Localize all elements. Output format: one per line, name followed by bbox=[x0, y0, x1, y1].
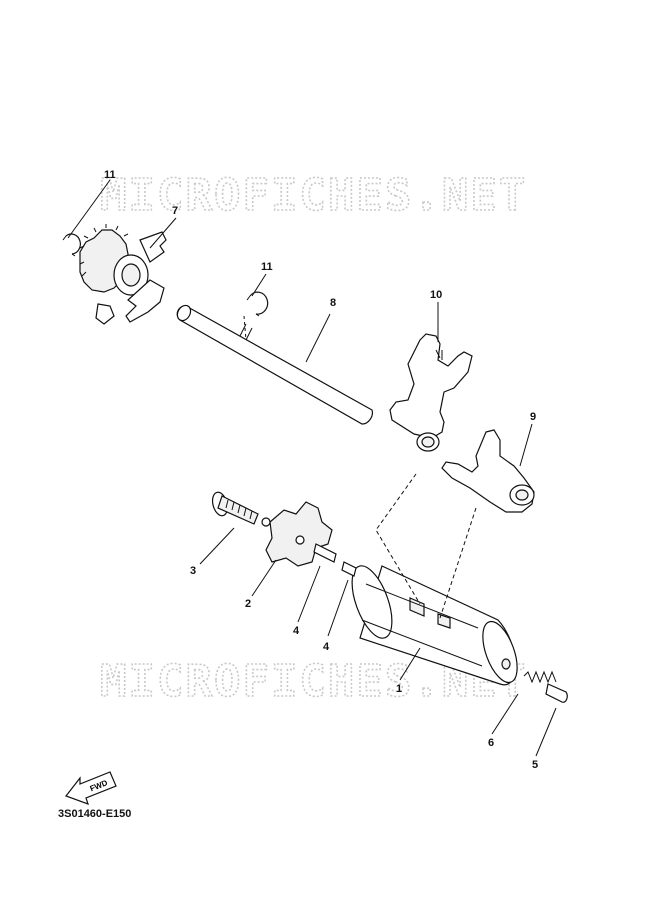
leader-lines bbox=[67, 179, 557, 757]
diagram-reference-code: 3S01460-E150 bbox=[58, 808, 132, 820]
callout-8: 8 bbox=[330, 297, 336, 309]
fwd-arrow-icon: FWD bbox=[65, 771, 117, 805]
watermark-top: MICROFICHES.NET bbox=[100, 170, 527, 221]
shift-fork-10 bbox=[389, 333, 473, 452]
circlip-11-shaft bbox=[246, 291, 269, 317]
callout-6: 6 bbox=[488, 737, 494, 749]
callout-4-b: 4 bbox=[323, 641, 330, 653]
callout-3: 3 bbox=[190, 565, 196, 577]
callout-10: 10 bbox=[430, 289, 442, 301]
circlip-11-left bbox=[62, 233, 81, 257]
segment-2 bbox=[261, 501, 333, 567]
callout-7: 7 bbox=[172, 205, 178, 217]
callout-9: 9 bbox=[530, 411, 536, 423]
shift-gear-7 bbox=[79, 224, 167, 325]
shift-shaft-8 bbox=[176, 304, 373, 425]
callout-11-left: 11 bbox=[104, 169, 116, 181]
callout-4-a: 4 bbox=[293, 625, 300, 637]
pin-4-a bbox=[313, 543, 337, 563]
shift-drum-1 bbox=[351, 565, 518, 686]
pin-5 bbox=[545, 683, 568, 703]
callout-11-shaft: 11 bbox=[261, 261, 273, 273]
spring-6 bbox=[523, 670, 557, 684]
screw-3 bbox=[211, 491, 259, 525]
callout-2: 2 bbox=[245, 598, 251, 610]
shift-fork-9 bbox=[441, 429, 535, 513]
pin-4-b bbox=[341, 561, 357, 577]
callout-5: 5 bbox=[532, 759, 538, 771]
callout-1: 1 bbox=[396, 683, 402, 695]
